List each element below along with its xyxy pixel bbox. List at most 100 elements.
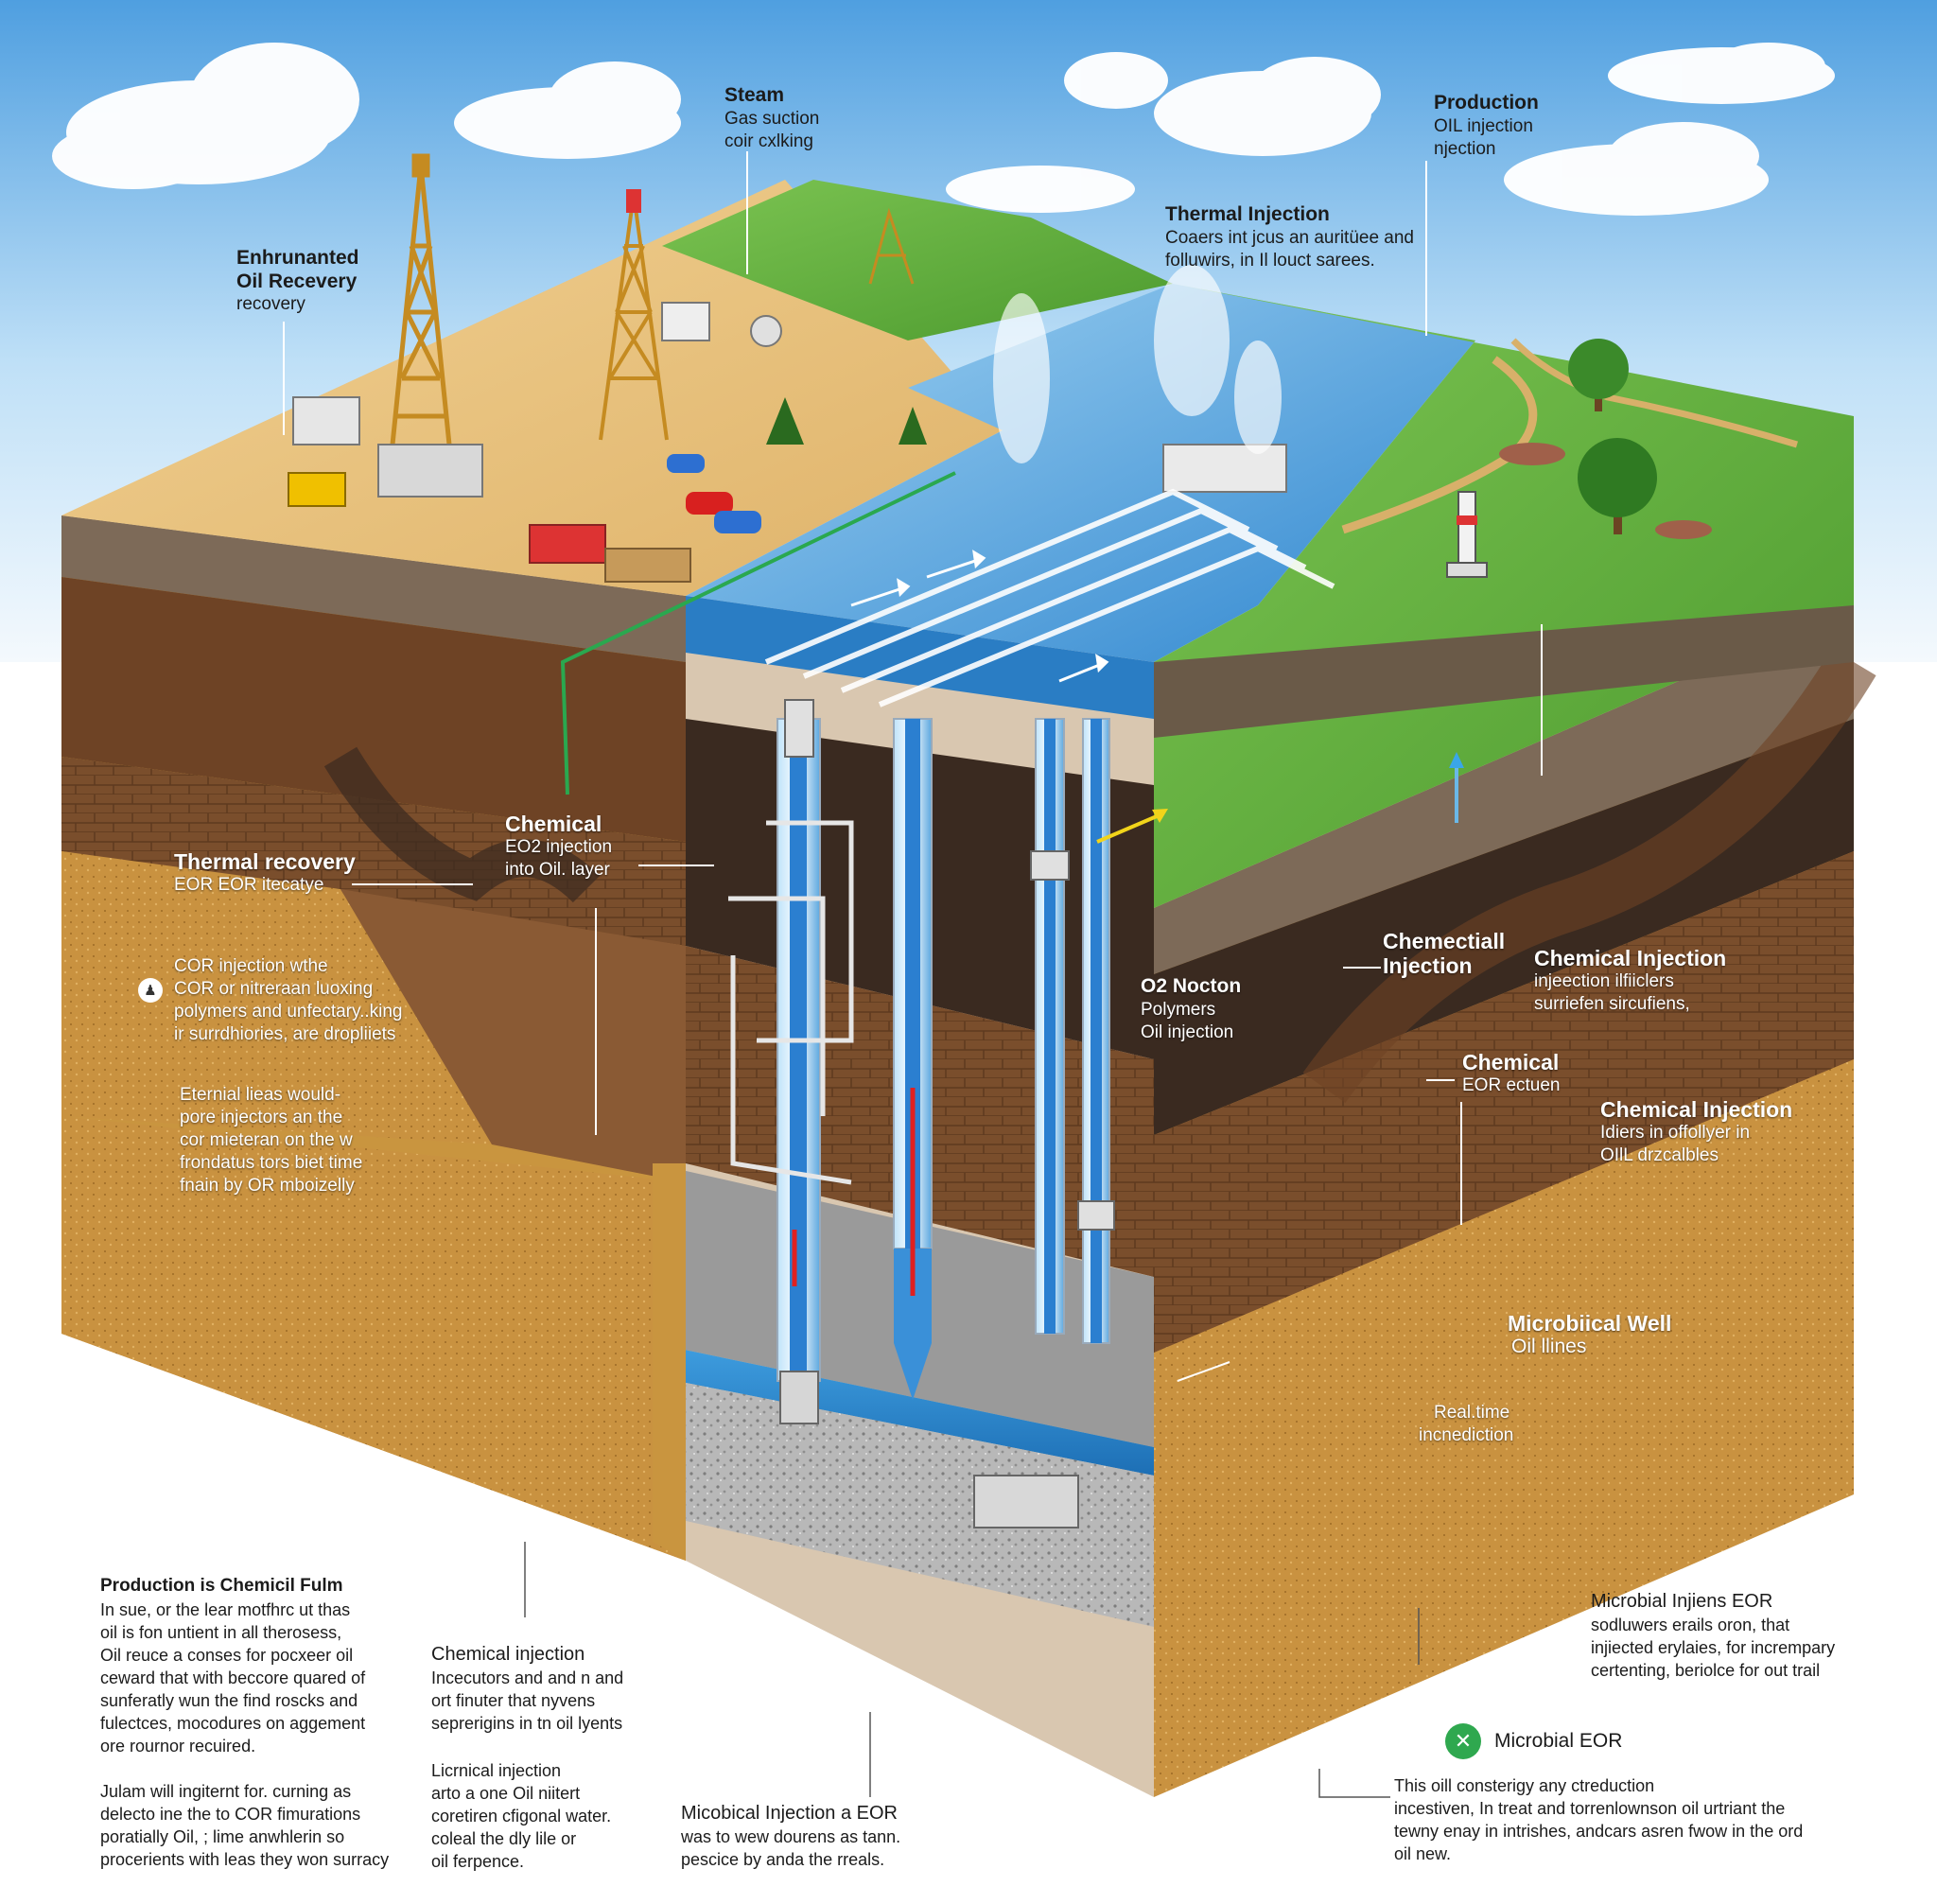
label-micobical: Micobical Injection a EOR was to wew dou… [681, 1801, 900, 1871]
cloud-7 [946, 166, 1135, 213]
label-chemical-injection-2: Chemical Injection Idiers in offollyer i… [1600, 1097, 1792, 1167]
label-thermal-injection-title: Thermal Injection [1165, 203, 1330, 225]
label-thermal-recovery-line-1: EOR EOR itecatye [174, 875, 324, 895]
green-pipe [560, 471, 956, 795]
label-production-film-line-1: In sue, or the lear motfhrc ut thas [100, 1600, 351, 1619]
trees [766, 339, 1657, 534]
dirt-path-2 [1510, 338, 1799, 448]
label-chemical-injection-bottom-line-1: Incecutors and and n and [431, 1668, 624, 1687]
well-core [1091, 719, 1102, 1343]
label-microbial-eor-title: Microbial EOR [1494, 1730, 1623, 1752]
label-chemical-eor-line-1: EOR ectuen [1462, 1075, 1561, 1095]
label-microbial-injens-title: Microbial Injiens EOR [1591, 1591, 1773, 1612]
label-microbial-well-line-1: Oil llines [1511, 1336, 1587, 1357]
block-left-face [61, 515, 686, 1561]
label-eor-top-line-1: Oil Recevery [236, 271, 358, 292]
label-micobical-line-1: was to wew dourens as tann. [681, 1827, 901, 1846]
pump-unit [973, 1475, 1079, 1528]
steam-plumes [993, 265, 1282, 463]
label-eternial-line-2: pore injectors an the [180, 1108, 343, 1127]
label-microbial-well-title: Microbiical Well [1508, 1311, 1672, 1336]
clouds [52, 43, 1835, 216]
label-realtime-line-2: incnediction [1419, 1425, 1514, 1445]
label-eor-top-line-2: recovery [236, 294, 305, 314]
tree [1568, 339, 1629, 411]
label-thermal-injection: Thermal Injection Coaers int jcus an aur… [1165, 202, 1414, 272]
label-chemical-eo2-line-1: EO2 injection [505, 837, 613, 857]
yellow-arrowhead [1152, 809, 1168, 823]
label-chemectiall: Chemectiall Injection [1383, 929, 1505, 978]
label-this-oil: This oill consterigy any ctreduction inc… [1394, 1774, 1803, 1865]
scaffold-frame [728, 820, 854, 1185]
label-eternial-line-5: fnain by OR mboizelly [180, 1176, 355, 1196]
label-julam-line-4: procerients with leas they won surracy [100, 1850, 390, 1869]
label-o2-nocton-title: O2 Nocton [1141, 975, 1242, 997]
label-julam-line-3: poratially Oil, ; lime anwhlerin so [100, 1827, 345, 1846]
label-production-film-line-2: oil is fon untient in all therosess, [100, 1623, 342, 1642]
label-micobical-title: Micobical Injection a EOR [681, 1803, 898, 1824]
label-microbial-injens-line-1: sodluwers erails oron, that [1591, 1616, 1790, 1634]
label-microbial-injens-line-3: certenting, beriolce for out trail [1591, 1661, 1821, 1680]
label-cor-injection-line-1: COR injection wthe [174, 956, 328, 976]
label-licrnical: Licrnical injection arto a one Oil niite… [431, 1759, 611, 1873]
label-production-film-line-4: ceward that with beccore quared of [100, 1668, 366, 1687]
label-eternial-line-3: cor mieteran on the w [180, 1130, 353, 1150]
well-core [905, 719, 920, 1249]
label-realtime: Real.time incnediction [1419, 1402, 1513, 1447]
label-chemical-eo2: Chemical EO2 injection into Oil. layer [505, 812, 612, 882]
label-eternial-line-4: frondatus tors biet time [180, 1153, 363, 1173]
yellow-arrow [1096, 812, 1164, 844]
tower [1446, 491, 1488, 578]
label-o2-nocton-line-1: Polymers [1141, 1000, 1216, 1020]
dirt-patch [1655, 520, 1712, 539]
label-micobical-line-2: pescice by anda the rreals. [681, 1850, 885, 1869]
cars [667, 454, 761, 533]
derrick-medium [599, 189, 669, 441]
blue-up-arrowhead [1449, 752, 1464, 768]
label-cor-injection: COR injection wthe COR or nitreraan luox… [174, 955, 403, 1046]
label-production-top-line-1: OIL injection [1434, 116, 1533, 136]
label-cor-injection-line-2: COR or nitreraan luoxing [174, 979, 374, 999]
label-chemical-injection-2-line-2: OIlL drzcalbles [1600, 1145, 1719, 1165]
label-chemical-eor: Chemical EOR ectuen [1462, 1050, 1561, 1097]
label-licrnical-line-2: arto a one Oil niitert [431, 1784, 581, 1803]
label-chemical-injection-bottom-line-3: seprerigins in tn oil lyents [431, 1714, 623, 1733]
cloud-3 [1064, 52, 1168, 109]
label-chemical-injection-1: Chemical Injection injeection ilfiiclers… [1534, 946, 1726, 1016]
label-production-top-title: Production [1434, 92, 1539, 114]
label-thermal-recovery: Thermal recovery EOR EOR itecatye [174, 849, 356, 897]
label-o2-nocton: O2 Nocton Polymers Oil injection [1141, 974, 1241, 1044]
label-eternial-line-1: Eternial lieas would- [180, 1085, 341, 1105]
label-production-film-line-7: ore rournor recuired. [100, 1737, 256, 1756]
label-production-film-line-6: fulectces, mocodures on aggement [100, 1714, 366, 1733]
tree [899, 407, 927, 445]
label-microbial-eor: Microbial EOR [1494, 1729, 1622, 1754]
label-eor-top-title: Enhrunanted [236, 247, 359, 269]
well-tip [894, 1343, 932, 1400]
label-this-oil-line-2: incestiven, In treat and torrenlownson o… [1394, 1799, 1786, 1818]
label-eor-top: Enhrunanted Oil Recevery recovery [236, 246, 359, 316]
label-steam-line-2: coir cxlking [724, 131, 813, 151]
label-production-film-line-5: sunferatly wun the find roscks and [100, 1691, 358, 1710]
cloud-1 [52, 43, 359, 189]
cloud-4 [1154, 57, 1381, 156]
label-chemical-eor-title: Chemical [1462, 1050, 1560, 1074]
label-cor-injection-line-3: polymers and unfectary..king [174, 1002, 403, 1022]
label-licrnical-line-4: coleal the dly lile or [431, 1829, 577, 1848]
label-julam-line-2: delecto ine the to COR fimurations [100, 1805, 361, 1824]
label-o2-nocton-line-2: Oil injection [1141, 1022, 1234, 1042]
derrick-small [868, 207, 915, 285]
label-steam-line-1: Gas suction [724, 109, 820, 129]
label-steam: Steam Gas suction coir cxlking [724, 83, 819, 153]
label-chemical-injection-bottom-title: Chemical injection [431, 1644, 585, 1665]
label-chemical-eo2-line-2: into Oil. layer [505, 860, 610, 880]
close-x-icon: ✕ [1445, 1723, 1481, 1759]
label-chemical-injection-1-title: Chemical Injection [1534, 946, 1727, 970]
label-julam: Julam will ingiternt for. curning as del… [100, 1780, 389, 1871]
label-thermal-injection-line-2: folluwirs, in Il louct sarees. [1165, 251, 1375, 271]
label-production-film-line-3: Oil reuce a conses for pocxeer oil [100, 1646, 354, 1665]
label-production-top-line-2: njection [1434, 139, 1496, 159]
well-core [1044, 719, 1056, 1334]
cloud-2 [454, 61, 681, 159]
